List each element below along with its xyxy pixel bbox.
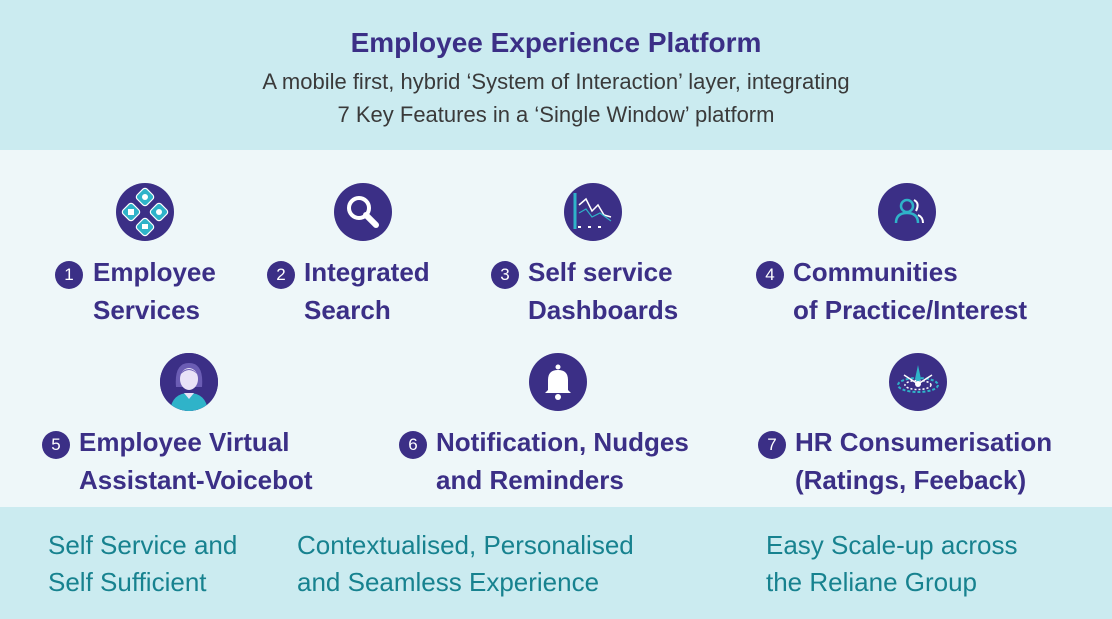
feature-3-label-line1: Self service (528, 257, 673, 287)
header-band: Employee Experience Platform A mobile fi… (0, 0, 1112, 150)
feature-7-number: 7 (758, 431, 786, 459)
search-icon (334, 183, 392, 241)
page-title: Employee Experience Platform (350, 27, 762, 58)
feature-2-label-line1: Integrated (304, 257, 430, 287)
feature-2-number: 2 (267, 261, 295, 289)
footer-item-1-line1: Self Service and (48, 530, 238, 560)
feature-3-number: 3 (491, 261, 519, 289)
rating-burst-icon (889, 353, 947, 411)
feature-5-label-line2: Assistant-Voicebot (79, 465, 313, 495)
subtitle-line-1: A mobile first, hybrid ‘System of Intera… (262, 69, 850, 94)
bell-icon (529, 353, 587, 411)
feature-4-label-line1: Communities (793, 257, 958, 287)
features-area: 1 Employee Services 2 Integrated Search … (0, 150, 1112, 507)
dashboard-chart-icon (564, 183, 622, 241)
feature-6-label-line2: and Reminders (436, 465, 624, 495)
feature-4-number: 4 (756, 261, 784, 289)
feature-1-label-line2: Services (93, 295, 200, 325)
feature-5-label-line1: Employee Virtual (79, 427, 290, 457)
feature-2-label-line2: Search (304, 295, 391, 325)
footer-band: Self Service and Self Sufficient Context… (0, 507, 1112, 619)
assistant-avatar-icon (160, 353, 218, 411)
footer-item-2-line1: Contextualised, Personalised (297, 530, 634, 560)
footer-item-1-line2: Self Sufficient (48, 567, 207, 597)
feature-5-number: 5 (42, 431, 70, 459)
subtitle-line-2: 7 Key Features in a ‘Single Window’ plat… (337, 102, 775, 127)
services-grid-icon (116, 183, 174, 241)
footer-item-3-line2: the Reliane Group (766, 567, 978, 597)
footer-item-3-line1: Easy Scale-up across (766, 530, 1018, 560)
feature-6-number: 6 (399, 431, 427, 459)
feature-7-label-line2: (Ratings, Feeback) (795, 465, 1027, 495)
footer-item-2-line2: and Seamless Experience (297, 567, 600, 597)
feature-6-label-line1: Notification, Nudges (436, 427, 689, 457)
community-icon (878, 183, 936, 241)
feature-1-number: 1 (55, 261, 83, 289)
feature-7-label-line1: HR Consumerisation (795, 427, 1053, 457)
feature-1-label-line1: Employee (93, 257, 216, 287)
feature-4-label-line2: of Practice/Interest (793, 295, 1028, 325)
feature-3-label-line2: Dashboards (528, 295, 679, 325)
